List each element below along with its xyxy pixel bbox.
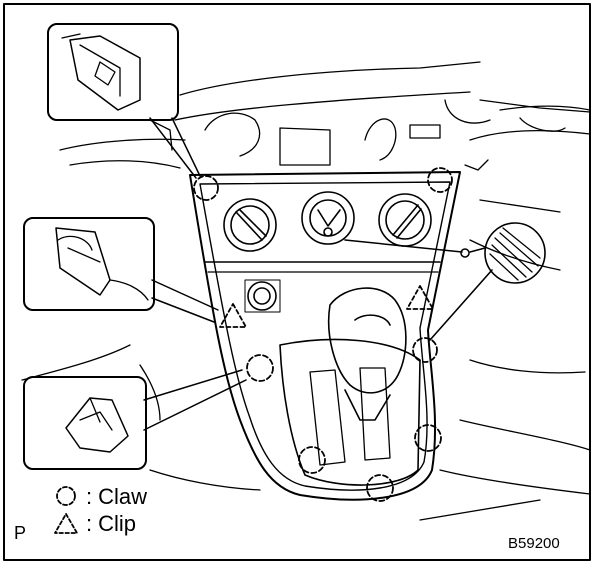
shift-gate (279, 338, 421, 486)
claw-marker-lower-right (414, 424, 442, 452)
center-dial (301, 191, 355, 245)
hazard-button (244, 279, 281, 313)
clip-markers (219, 285, 434, 328)
legend-claw-spacer (52, 486, 80, 508)
inset-claw-section (23, 369, 247, 470)
screw (344, 239, 486, 258)
legend-claw: : Claw (52, 484, 147, 510)
figure-code: B59200 (508, 535, 560, 552)
clip-marker-left (219, 303, 247, 328)
legend-claw-label: Claw (98, 484, 148, 509)
center-cluster-panel (189, 171, 461, 501)
clip-marker-right (406, 285, 434, 310)
claw-markers (193, 167, 453, 502)
dashboard-background (21, 61, 591, 521)
claw-marker-top-right (427, 167, 453, 193)
outer-frame (3, 3, 591, 561)
inset-clip-detail (23, 217, 219, 323)
legend-claw-colon: : (86, 484, 93, 509)
shift-knob (327, 287, 407, 421)
right-dial (378, 193, 432, 247)
legend-clip-colon: : (86, 511, 93, 536)
claw-marker-lower-left (298, 446, 326, 474)
corner-letter: P (14, 523, 27, 543)
claw-marker-top-left (193, 175, 219, 201)
claw-marker-bottom (366, 474, 394, 502)
left-dial (223, 198, 277, 252)
claw-marker-left (246, 354, 274, 382)
legend-claw-symbol (56, 486, 76, 506)
legend-clip-symbol (54, 513, 78, 534)
inset-claw-detail (47, 23, 201, 179)
zoomed-dial (429, 222, 546, 341)
legend-clip: : Clip (52, 511, 136, 537)
legend-clip-label: Clip (98, 511, 137, 536)
legend-clip-spacer (52, 513, 80, 535)
claw-marker-mid-right (412, 337, 438, 363)
